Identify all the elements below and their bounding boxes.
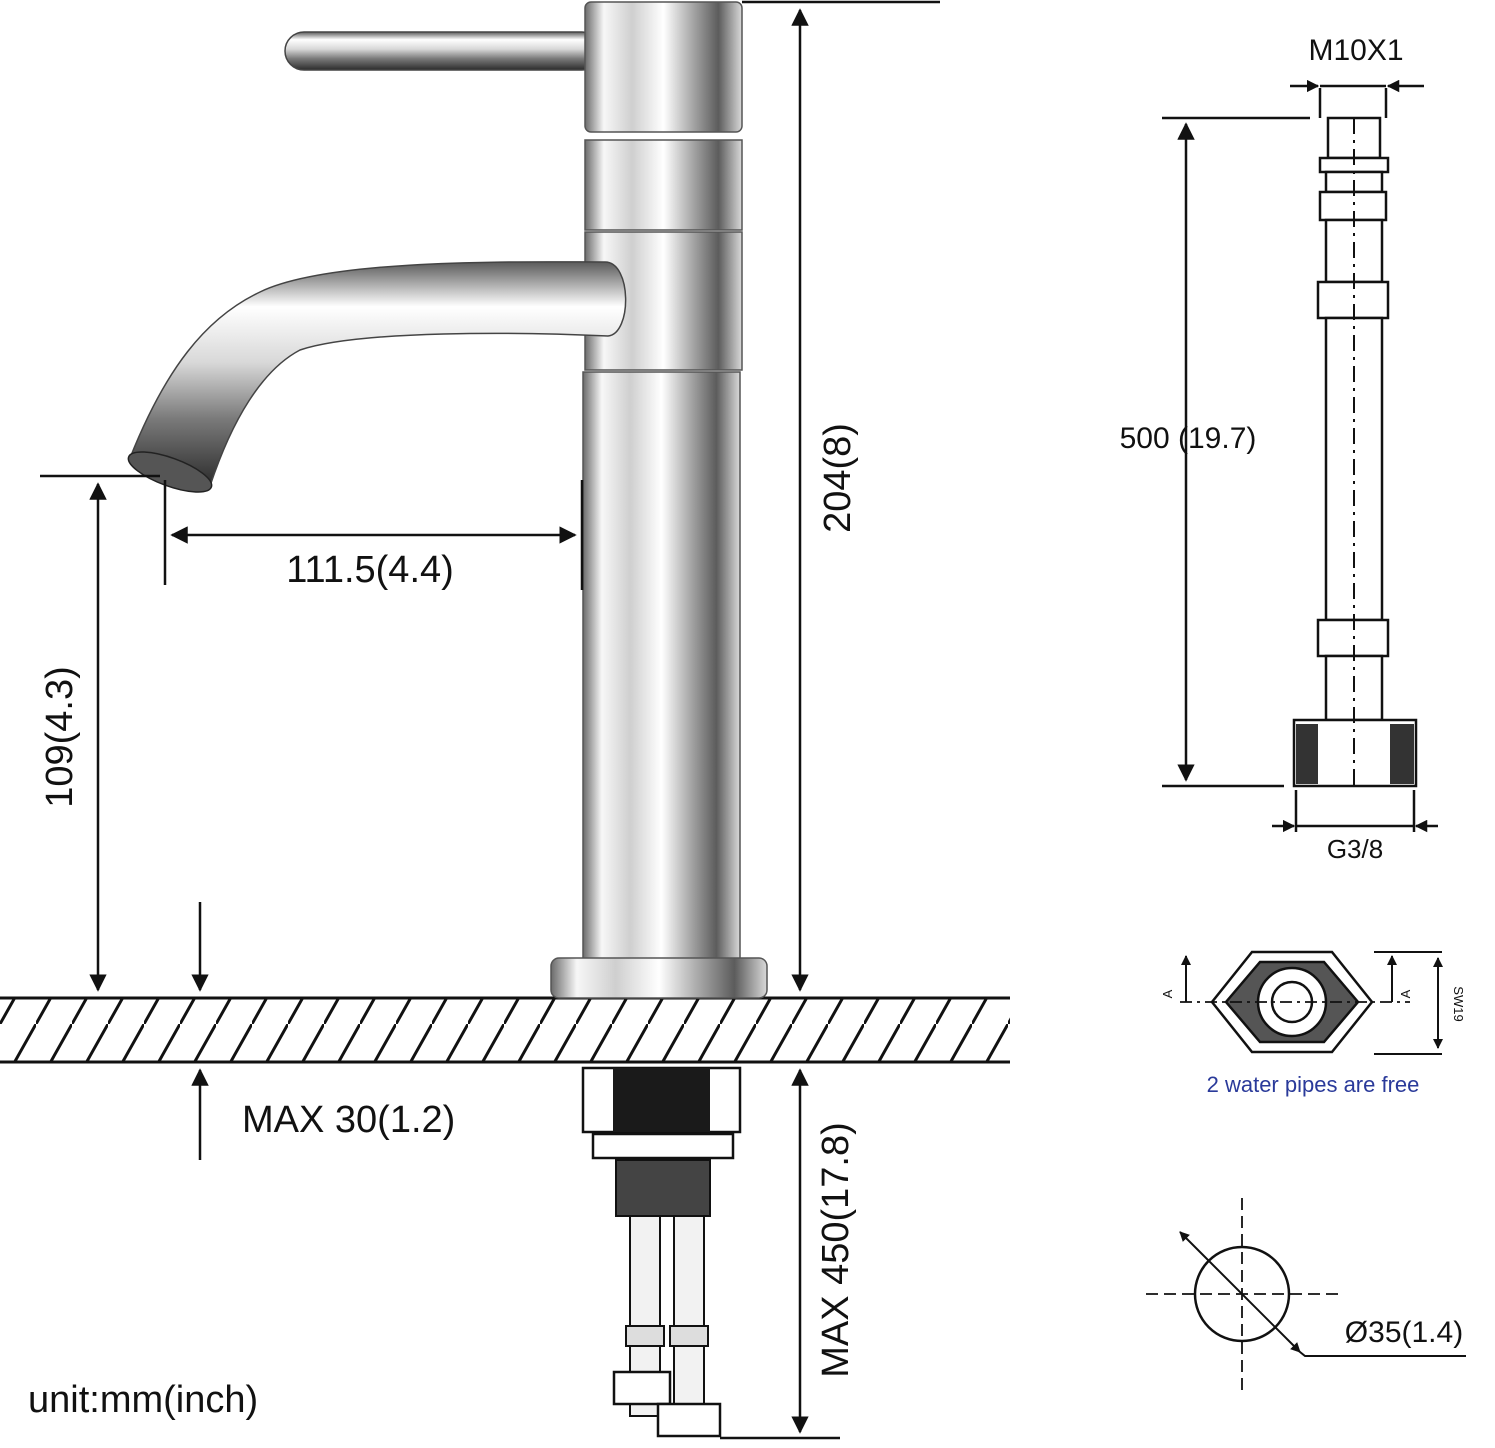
hex-nut-view: A A SW19 2 water pipes are free [1160,950,1466,1097]
hole-diameter-view: Ø35(1.4) [1146,1198,1466,1392]
faucet-column [582,371,741,963]
faucet-base [550,957,768,999]
hose-length-label: 500 (19.7) [1120,422,1257,455]
hose-detail: M10X1 500 (19.7) G3/8 [1120,34,1438,864]
unit-label: unit:mm(inch) [28,1379,258,1421]
hole-diameter-label: Ø35(1.4) [1345,1316,1463,1349]
lever-handle [284,31,602,71]
free-pipes-note: 2 water pipes are free [1207,1072,1420,1097]
section-mark-left: A [1160,989,1175,998]
height-total-label: 204(8) [817,423,859,533]
dimension-lines [40,0,940,1440]
max-deck-label: MAX 30(1.2) [242,1099,455,1141]
handle-cap [584,1,743,133]
max-hose-label: MAX 450(17.8) [815,1122,857,1378]
upper-body [584,139,743,231]
spout-reach-label: 111.5(4.4) [286,549,454,591]
countertop-section [0,996,1010,1064]
thread-bottom-label: G3/8 [1327,834,1383,864]
spout [129,261,627,487]
shank-assembly [581,1066,742,1438]
faucet-drawing [127,1,768,999]
thread-top-label: M10X1 [1308,34,1403,67]
spout-height-label: 109(4.3) [39,666,81,808]
section-mark-right: A [1398,989,1413,998]
hex-size-label: SW19 [1451,986,1466,1021]
